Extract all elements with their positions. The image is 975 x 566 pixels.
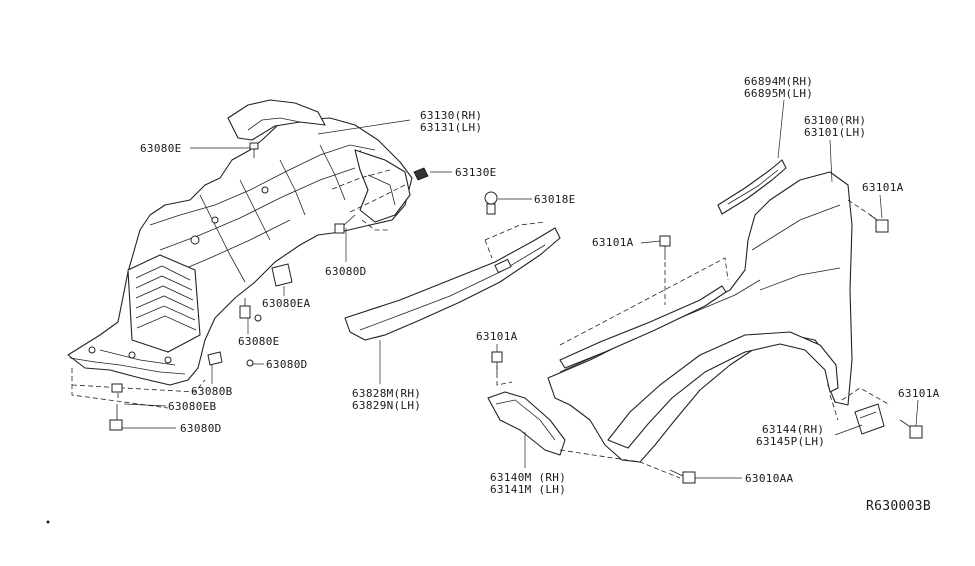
fender-panel xyxy=(547,171,853,463)
label-63101a-3: 63101A xyxy=(862,181,904,194)
label-63130e: 63130E xyxy=(455,166,497,179)
clip-63130e-icon xyxy=(413,167,429,181)
label-63829n-lh: 63829N(LH) xyxy=(352,399,421,412)
label-63100-rh: 63100(RH) xyxy=(804,114,866,127)
screw-63080e-icon xyxy=(249,142,259,158)
label-63080d-bottom: 63080D xyxy=(180,422,222,435)
bolt-63101a-4-icon xyxy=(899,419,923,439)
screw-63080e2-icon xyxy=(239,298,262,322)
label-63010aa: 63010AA xyxy=(745,472,794,485)
label-63080ea: 63080EA xyxy=(262,297,311,310)
bolt-63101a-3-icon xyxy=(869,214,889,233)
label-63828m-rh: 63828M(RH) xyxy=(352,387,421,400)
liner-louvers xyxy=(127,254,201,353)
label-63018e: 63018E xyxy=(534,193,576,206)
clip-63080b-icon xyxy=(111,383,123,393)
reference-code: R630003B xyxy=(866,499,931,514)
fender-liner xyxy=(67,99,413,386)
bolt-63010aa-icon xyxy=(669,469,696,484)
label-66895m-lh: 66895M(LH) xyxy=(744,87,813,100)
bracket-63144-icon xyxy=(854,403,885,435)
label-63141m-lh: 63141M (LH) xyxy=(490,483,566,496)
molding-66894m xyxy=(717,159,787,215)
label-63101a-1: 63101A xyxy=(592,236,634,249)
label-63140m-rh: 63140M (RH) xyxy=(490,471,566,484)
bolt-63080d-icon xyxy=(334,214,356,234)
label-63130-rh: 63130(RH) xyxy=(420,109,482,122)
liner-fasteners xyxy=(109,142,429,431)
bolt-63101a-1-icon xyxy=(659,235,671,260)
clip-63080ea-icon xyxy=(271,263,293,287)
label-63080b: 63080B xyxy=(191,385,233,398)
clip-63080d2-icon xyxy=(207,351,254,367)
fender-seal xyxy=(344,221,561,341)
label-66894m-rh: 66894M(RH) xyxy=(744,75,813,88)
label-63080eb: 63080EB xyxy=(168,400,217,413)
registration-dot xyxy=(46,520,50,524)
label-63101a-4: 63101A xyxy=(898,387,940,400)
leader-lines xyxy=(122,99,919,479)
part-labels: 63130(RH) 63131(LH) 63080E 63130E 63080D… xyxy=(140,75,940,514)
label-63145p-lh: 63145P(LH) xyxy=(756,435,825,448)
label-63101a-2: 63101A xyxy=(476,330,518,343)
label-63080e-mid: 63080E xyxy=(238,335,280,348)
label-63131-lh: 63131(LH) xyxy=(420,121,482,134)
label-63144-rh: 63144(RH) xyxy=(762,423,824,436)
label-63080e-top: 63080E xyxy=(140,142,182,155)
grommet-63018e-icon xyxy=(484,191,498,215)
bolt-63080d3-icon xyxy=(109,404,123,431)
bracket-63140m xyxy=(487,365,566,456)
label-63101-lh: 63101(LH) xyxy=(804,126,866,139)
label-63080d-right: 63080D xyxy=(325,265,367,278)
label-63080d-mid: 63080D xyxy=(266,358,308,371)
bolt-63101a-2-icon xyxy=(491,351,503,374)
